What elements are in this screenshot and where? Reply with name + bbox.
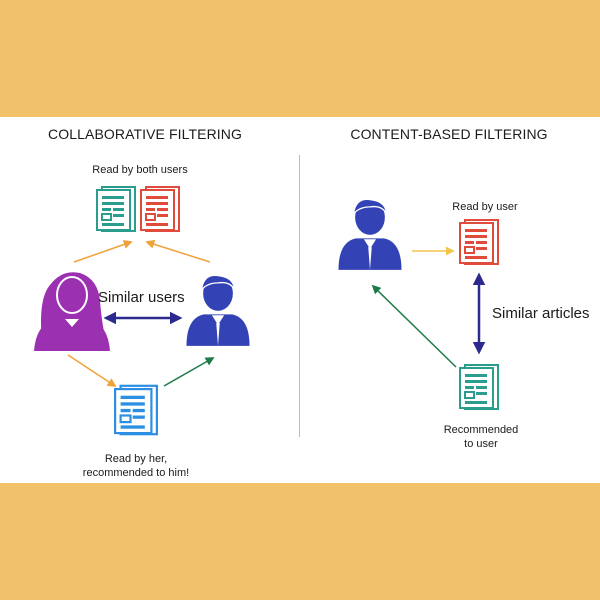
read-by-her-label-line1: Read by her,: [104, 453, 168, 465]
document-icon: [140, 186, 180, 232]
read-by-user-label: Read by user: [452, 201, 518, 213]
collaborative-filtering-title: COLLABORATIVE FILTERING: [48, 126, 242, 142]
read-by-her-label-line2: recommended to him!: [82, 467, 190, 479]
content-based-filtering-title: CONTENT-BASED FILTERING: [350, 126, 548, 142]
woman-user-icon: [32, 271, 112, 352]
top-band: [0, 0, 600, 117]
document-icon: [114, 384, 158, 436]
man-user-icon: [337, 198, 403, 271]
document-icon: [459, 363, 499, 411]
arrow-icon: [73, 240, 133, 263]
recommended-label-line2: to user: [464, 438, 498, 450]
section-divider: [299, 155, 300, 437]
document-icon: [459, 218, 499, 266]
document-icon: [96, 186, 136, 232]
arrow-icon: [371, 284, 457, 368]
man-user-icon: [185, 274, 251, 347]
similar-users-label: Similar users: [98, 289, 185, 306]
arrow-icon: [67, 354, 117, 387]
read-by-both-label: Read by both users: [92, 164, 188, 176]
bottom-band: [0, 483, 600, 600]
similar-articles-label: Similar articles: [492, 305, 590, 322]
arrow-icon: [163, 357, 215, 387]
diagram-panel: [0, 117, 600, 483]
arrow-icon: [145, 239, 211, 263]
recommended-label-line1: Recommended: [443, 424, 519, 436]
